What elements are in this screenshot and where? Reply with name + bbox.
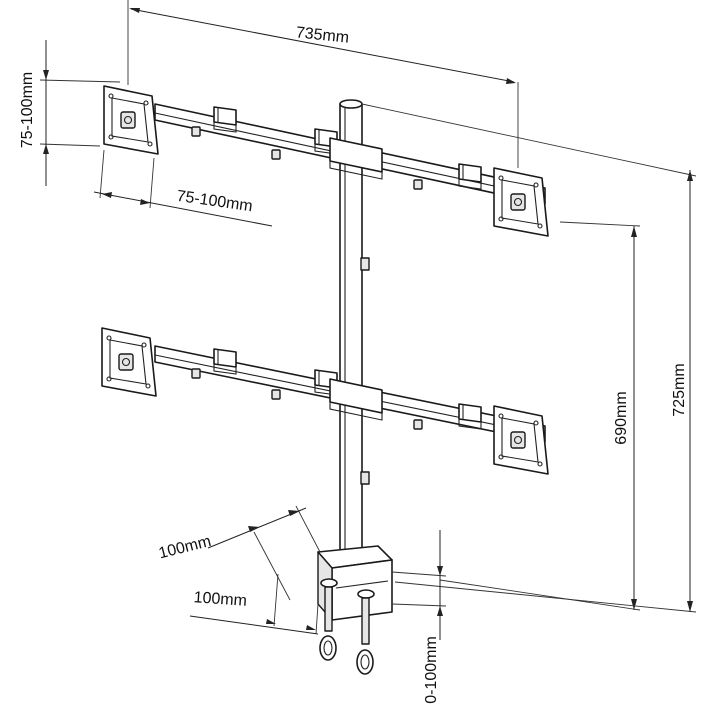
- clamp-depth-dimension: [189, 573, 319, 635]
- base-depth-dimension: [207, 505, 321, 601]
- upper-arm-assembly: [103, 85, 549, 237]
- upper-right-vesa-plate: [493, 167, 549, 237]
- clamp-range-label: 0-100mm: [423, 636, 440, 704]
- lower-arm-assembly: [101, 327, 549, 475]
- clamp-range-dimension: [391, 530, 447, 640]
- clamp-depth-label: 100mm: [193, 589, 247, 610]
- upper-left-vesa-plate: [103, 85, 159, 155]
- overall-width-dimension: [127, 0, 519, 168]
- desk-clamp: [317, 545, 393, 675]
- clamp-screw-right: [356, 589, 375, 675]
- lower-right-vesa-plate: [493, 405, 549, 475]
- pole-height-dimension: [439, 221, 641, 611]
- total-height-label: 725mm: [671, 363, 688, 416]
- pole-height-label: 690mm: [613, 391, 630, 444]
- total-height-dimension: [361, 103, 697, 613]
- overall-width-label: 735mm: [295, 24, 350, 46]
- vesa-vertical-dimension: [39, 40, 121, 186]
- upper-center-clamp: [329, 137, 383, 180]
- base-depth-label: 100mm: [157, 533, 213, 562]
- vesa-horizontal-label: 75-100mm: [176, 188, 254, 215]
- lower-center-clamp: [329, 378, 383, 421]
- vesa-vertical-label: 75-100mm: [19, 72, 36, 148]
- lower-left-vesa-plate: [101, 327, 157, 397]
- clamp-screw-left: [319, 578, 338, 661]
- vesa-horizontal-dimension: [93, 149, 273, 227]
